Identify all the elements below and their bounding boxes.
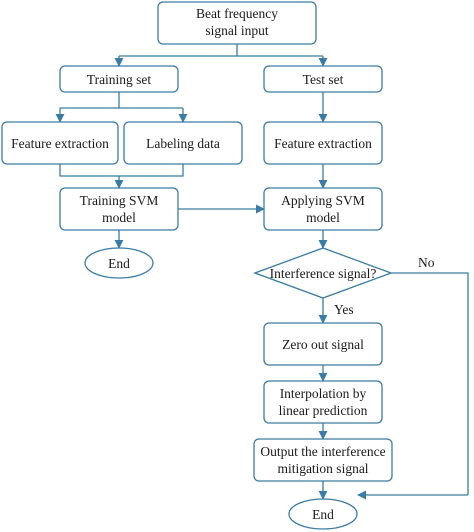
node-output-line-2: mitigation signal [277,461,368,476]
node-interference-decision: Interference signal? [253,247,393,299]
edge-no [391,272,469,495]
node-training-set: Training set [59,65,179,93]
node-interpolation-line-1: Interpolation by [280,386,367,401]
connectors [55,44,469,500]
node-applying-svm-line-2: model [306,210,340,225]
node-feature-right-label: Feature extraction [274,136,372,151]
node-test-set-label: Test set [303,72,344,87]
edge-feature-left-merge [59,164,184,177]
node-beat-line-2: signal input [205,23,269,38]
node-applying-svm: Applying SVM model [263,187,383,231]
node-end-right-label: End [312,507,334,522]
node-interference-label: Interference signal? [270,266,377,281]
node-training-svm-line-2: model [102,210,136,225]
node-feature-left-label: Feature extraction [11,136,109,151]
node-interpolation: Interpolation by linear prediction [263,380,383,424]
node-training-set-label: Training set [87,72,152,87]
node-applying-svm-line-1: Applying SVM [281,193,365,208]
node-test-set: Test set [263,65,383,93]
node-interpolation-line-2: linear prediction [279,403,368,418]
node-zero-out-label: Zero out signal [282,337,364,352]
node-end-right: End [288,498,358,530]
node-training-svm: Training SVM model [59,187,179,231]
node-zero-out: Zero out signal [263,322,383,366]
node-end-left-label: End [108,256,130,271]
node-training-svm-line-1: Training SVM [80,193,159,208]
node-feature-extraction-left: Feature extraction [1,121,119,165]
node-labeling-label: Labeling data [146,136,220,151]
node-end-left: End [84,247,154,279]
edge-label-no: No [418,255,435,270]
node-labeling-data: Labeling data [123,121,243,165]
node-output-line-1: Output the interference [260,444,385,459]
node-beat-frequency: Beat frequency signal input [157,1,317,45]
node-output: Output the interference mitigation signa… [253,438,393,482]
edge-label-yes: Yes [334,302,354,317]
node-beat-line-1: Beat frequency [196,6,278,21]
node-feature-extraction-right: Feature extraction [263,121,383,165]
